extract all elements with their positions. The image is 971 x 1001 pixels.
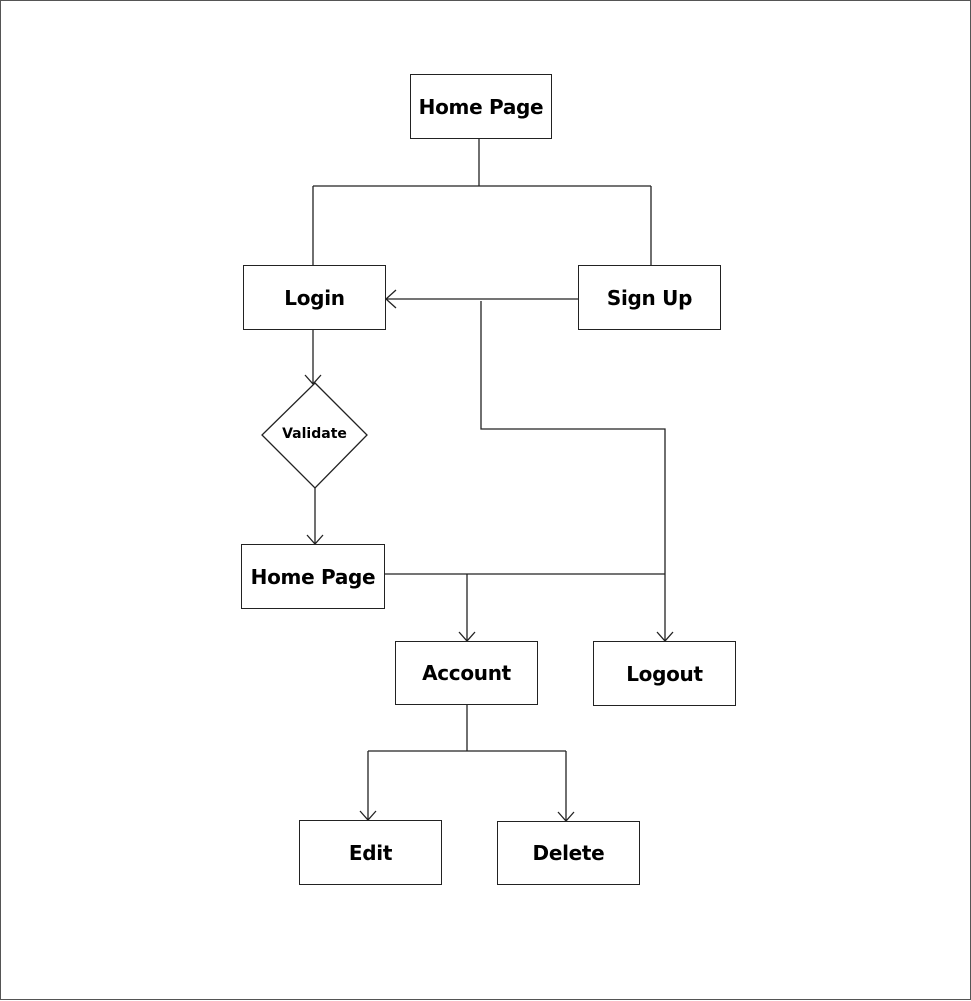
node-delete: Delete [497, 821, 640, 885]
validate-diamond [261, 382, 368, 489]
connector-to-logout-column [480, 301, 666, 574]
arrowhead-login [385, 289, 397, 309]
node-sign-up-label: Sign Up [606, 285, 693, 310]
node-login: Login [243, 265, 386, 330]
arrowhead-validate [304, 374, 322, 385]
node-edit-label: Edit [348, 840, 393, 865]
node-delete-label: Delete [532, 841, 605, 865]
node-logout: Logout [593, 641, 736, 706]
node-login-label: Login [284, 285, 345, 310]
connector-home-to-login-signup [312, 139, 652, 265]
node-home-page-top: Home Page [410, 74, 552, 139]
node-sign-up: Sign Up [578, 265, 721, 330]
node-logout-label: Logout [626, 661, 703, 686]
connector-account-to-edit-delete [367, 705, 567, 821]
node-home-page-top-label: Home Page [418, 94, 544, 119]
node-home-page-second: Home Page [241, 544, 385, 609]
node-home-page-second-label: Home Page [250, 564, 376, 589]
node-account: Account [395, 641, 538, 705]
node-validate-label: Validate [282, 426, 347, 442]
node-account-label: Account [422, 661, 511, 685]
node-edit: Edit [299, 820, 442, 885]
